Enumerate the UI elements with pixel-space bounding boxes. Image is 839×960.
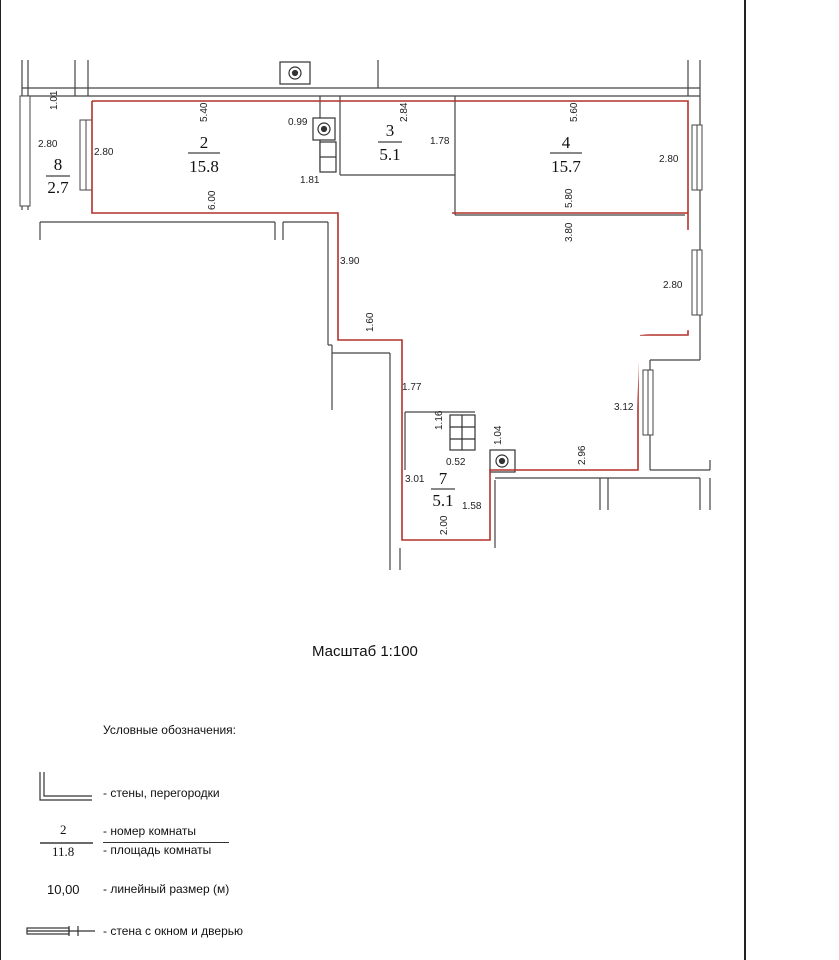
dim-13: 3.80: [564, 222, 575, 242]
dim-22: 2.96: [577, 445, 588, 465]
room-7-area: 5.1: [432, 491, 453, 510]
legend-sample-dimension: 10,00: [47, 882, 80, 897]
dimension-labels: 1.01 2.80 2.80 5.40 0.99 2.84 1.78 5.60 …: [38, 90, 683, 535]
dim-25: 2.00: [439, 515, 450, 535]
legend-sample-number: 2: [60, 822, 67, 837]
dim-19: 1.16: [434, 410, 445, 430]
room-8-number: 8: [54, 155, 63, 174]
legend-wall-window-door: - стена с окном и дверью: [103, 924, 244, 938]
legend-graphics: [26, 772, 95, 936]
dim-1: 1.01: [49, 90, 60, 110]
dim-20: 1.04: [493, 425, 504, 445]
dim-17: 1.77: [402, 382, 422, 393]
room-2-number: 2: [200, 133, 209, 152]
dim-11: 6.00: [207, 190, 218, 210]
room-labels: 2 15.8 3 5.1 4 15.7 7 5.1 8 2.7: [46, 121, 582, 510]
room-8-area: 2.7: [47, 178, 69, 197]
dim-8: 5.60: [569, 102, 580, 122]
vent-shafts: [279, 61, 516, 473]
dim-6: 2.84: [399, 102, 410, 122]
room-3-number: 3: [386, 121, 395, 140]
dim-7: 1.78: [430, 136, 450, 147]
dim-4: 5.40: [199, 102, 210, 122]
room-2-area: 15.8: [189, 157, 219, 176]
dim-23: 3.01: [405, 474, 425, 485]
legend-linear-size: - линейный размер (м): [103, 882, 230, 896]
dim-24: 1.58: [462, 501, 482, 512]
dim-3: 2.80: [94, 147, 114, 158]
legend-room-number: - номер комнаты: [103, 824, 197, 838]
frame-left-border: [0, 0, 1, 960]
dim-18: 3.12: [614, 402, 634, 413]
dim-15: 2.80: [663, 280, 683, 291]
legend-room-area: - площадь комнаты: [103, 842, 229, 857]
room-4-area: 15.7: [551, 157, 581, 176]
obscured-area: [365, 215, 690, 460]
legend-sample-area: 11.8: [52, 844, 75, 859]
legend-walls: - стены, перегородки: [103, 786, 220, 800]
frame-right-border: [744, 0, 746, 960]
apartment-outline: [91, 100, 689, 541]
dim-14: 3.90: [340, 256, 360, 267]
dim-12: 5.80: [564, 188, 575, 208]
dim-5: 0.99: [288, 117, 308, 128]
scale-label: Масштаб 1:100: [312, 643, 418, 660]
dim-2: 2.80: [38, 139, 58, 150]
dim-16: 1.60: [365, 312, 376, 332]
dim-21: 0.52: [446, 457, 466, 468]
room-4-number: 4: [562, 133, 571, 152]
legend-title: Условные обозначения:: [103, 723, 236, 737]
room-3-area: 5.1: [379, 145, 400, 164]
dim-10: 1.81: [300, 175, 320, 186]
window-markers: [19, 95, 703, 436]
dim-9: 2.80: [659, 154, 679, 165]
room-7-number: 7: [439, 469, 448, 488]
